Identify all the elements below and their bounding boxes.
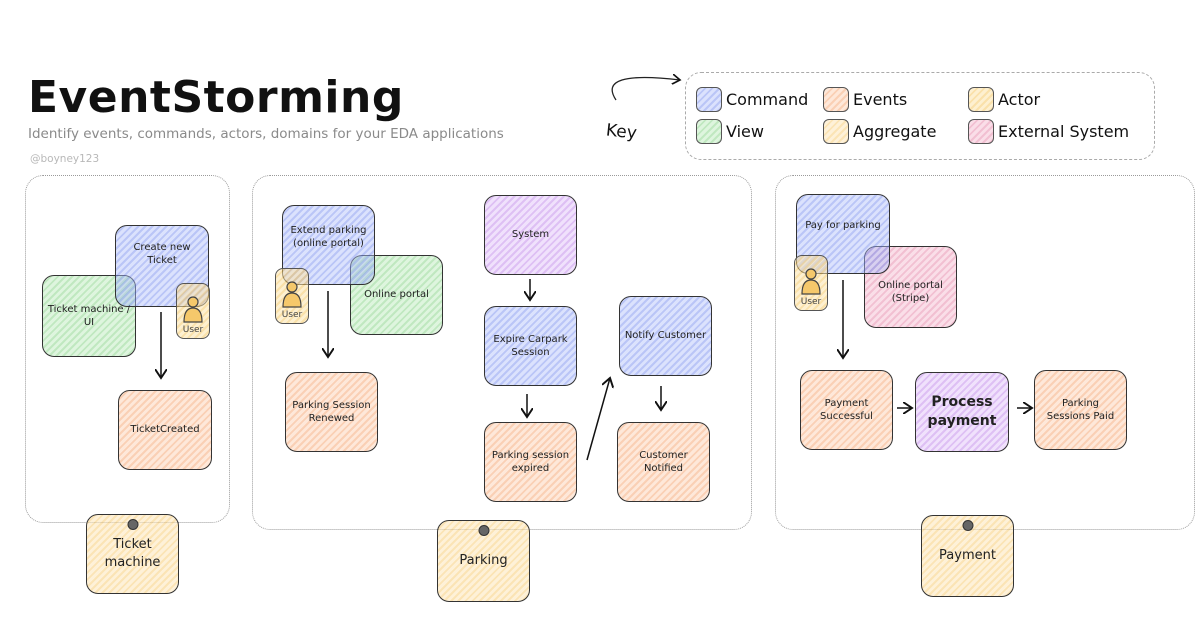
command-sticky[interactable]: Extend parking (online portal) — [282, 205, 375, 285]
view-swatch — [696, 119, 722, 144]
event-sticky[interactable]: TicketCreated — [118, 390, 212, 470]
aggregate-swatch — [823, 119, 849, 144]
legend-item-external-system: External System — [968, 119, 1129, 144]
actor-swatch — [968, 87, 994, 112]
legend-label: External System — [998, 122, 1130, 141]
event-sticky[interactable]: Payment Successful — [800, 370, 893, 450]
pin-icon — [962, 520, 973, 531]
user-icon — [183, 296, 203, 323]
event-sticky[interactable]: Customer Notified — [617, 422, 710, 502]
event-sticky[interactable]: Parking session expired — [484, 422, 577, 502]
legend-label: Events — [853, 90, 908, 109]
view-sticky[interactable]: Online portal — [350, 255, 443, 335]
actor-sticky[interactable]: User — [275, 268, 309, 324]
domain-label-sticky[interactable]: Ticket machine — [86, 514, 179, 594]
actor-label: User — [281, 310, 303, 320]
key-label: Key — [605, 120, 638, 144]
page-subtitle: Identify events, commands, actors, domai… — [28, 126, 504, 142]
actor-sticky[interactable]: User — [794, 255, 828, 311]
legend-label: Actor — [998, 90, 1041, 109]
actor-label: User — [182, 325, 204, 335]
legend-label: Aggregate — [853, 122, 937, 141]
actor-label: User — [800, 297, 822, 307]
events-swatch — [823, 87, 849, 112]
domain-label-sticky[interactable]: Payment — [921, 515, 1014, 597]
system-sticky[interactable]: Process payment — [915, 372, 1009, 452]
legend-item-actor: Actor — [968, 87, 1040, 112]
user-icon — [801, 268, 821, 295]
legend-label: View — [726, 122, 764, 141]
pin-icon — [127, 519, 138, 530]
pin-icon — [478, 525, 489, 536]
legend-item-aggregate: Aggregate — [823, 119, 936, 144]
domain-label: Payment — [939, 548, 996, 564]
command-sticky[interactable]: Notify Customer — [619, 296, 712, 376]
key-arrow — [611, 78, 680, 101]
domain-label-sticky[interactable]: Parking — [437, 520, 530, 602]
domain-label: Parking — [459, 553, 508, 569]
system-sticky[interactable]: System — [484, 195, 577, 275]
actor-sticky[interactable]: User — [176, 283, 210, 339]
event-sticky[interactable]: Parking Session Renewed — [285, 372, 378, 452]
user-icon — [282, 281, 302, 308]
legend-item-view: View — [696, 119, 764, 144]
domain-label: Ticket machine — [104, 537, 161, 570]
command-sticky[interactable]: Expire Carpark Session — [484, 306, 577, 386]
legend-label: Command — [726, 90, 809, 109]
external-system-swatch — [968, 119, 994, 144]
page-title: EventStorming — [28, 72, 404, 123]
author-handle: @boyney123 — [30, 153, 100, 165]
legend-item-command: Command — [696, 87, 808, 112]
legend-item-events: Events — [823, 87, 907, 112]
event-sticky[interactable]: Parking Sessions Paid — [1034, 370, 1127, 450]
command-swatch — [696, 87, 722, 112]
legend: Command Events Actor View Aggregate Exte… — [685, 72, 1155, 160]
